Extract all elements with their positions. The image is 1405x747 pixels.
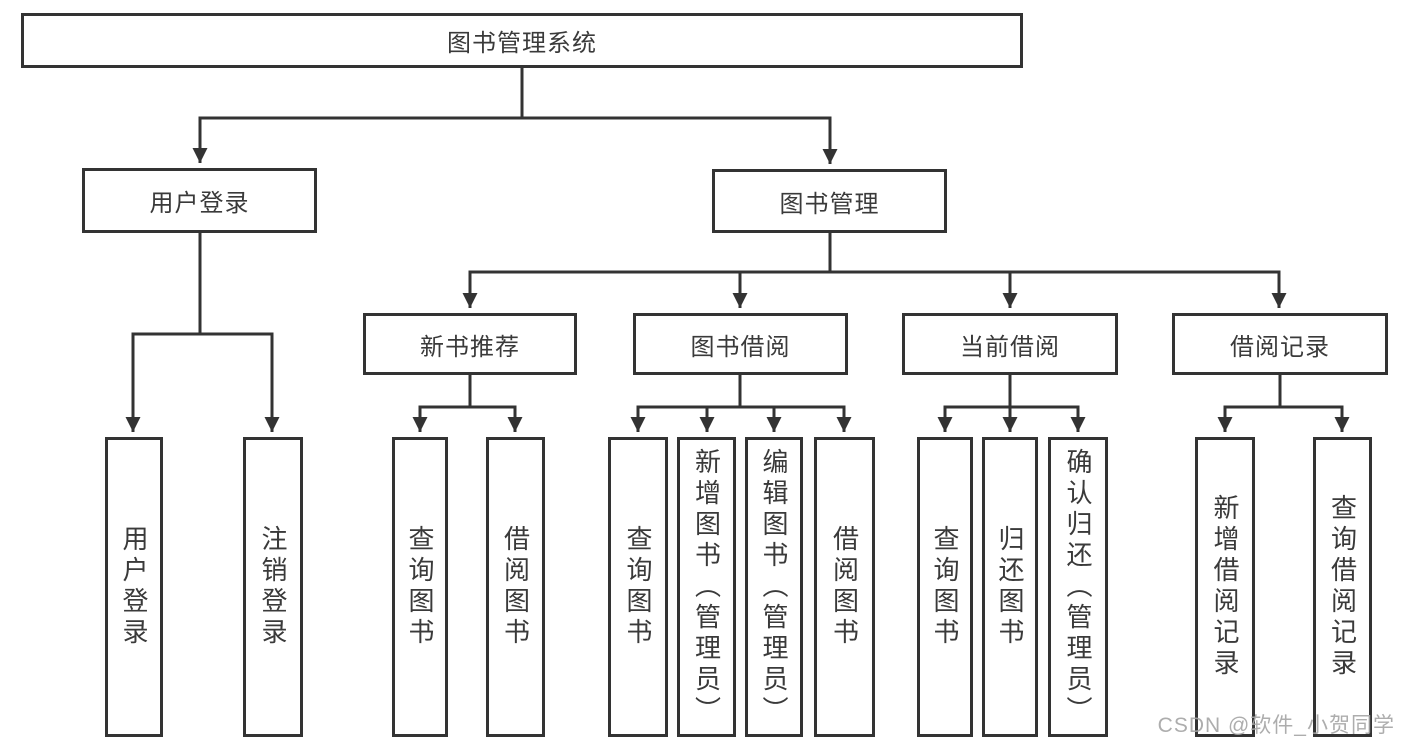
node-user-login: 用户登录 — [82, 168, 317, 233]
leaf-query-borrow-record-label: 查询借阅记录 — [1327, 494, 1358, 680]
node-user-login-label: 用户登录 — [149, 190, 250, 217]
leaf-add-borrow-record-label: 新增借阅记录 — [1210, 494, 1240, 680]
leaf-query-books-3: 查询图书 — [917, 437, 973, 737]
leaf-query-books-3-label: 查询图书 — [930, 525, 960, 649]
leaf-query-borrow-record: 查询借阅记录 — [1313, 437, 1372, 737]
node-root-label: 图书管理系统 — [447, 30, 597, 57]
node-book-borrow: 图书借阅 — [633, 313, 848, 375]
leaf-borrow-books-1: 借阅图书 — [486, 437, 545, 737]
leaf-borrow-books-2: 借阅图书 — [814, 437, 875, 737]
leaf-query-books-1-label: 查询图书 — [405, 525, 435, 649]
leaf-borrow-books-1-label: 借阅图书 — [500, 525, 531, 649]
leaf-edit-books-admin-label: 编辑图书（管理员） — [759, 447, 789, 727]
leaf-confirm-return-admin: 确认归还（管理员） — [1048, 437, 1108, 737]
leaf-query-books-2: 查询图书 — [608, 437, 668, 737]
node-borrow-records: 借阅记录 — [1172, 313, 1388, 375]
node-current-borrow: 当前借阅 — [902, 313, 1118, 375]
leaf-return-books: 归还图书 — [982, 437, 1038, 737]
leaf-confirm-return-admin-label: 确认归还（管理员） — [1063, 447, 1093, 727]
node-borrow-records-label: 借阅记录 — [1230, 333, 1330, 361]
leaf-add-books-admin-label: 新增图书（管理员） — [691, 447, 722, 727]
node-new-books-label: 新书推荐 — [420, 333, 520, 361]
node-current-borrow-label: 当前借阅 — [960, 333, 1060, 361]
node-book-mgmt-label: 图书管理 — [779, 190, 880, 218]
csdn-watermark: CSDN @软件_小贺同学 — [1157, 714, 1395, 737]
node-new-books: 新书推荐 — [363, 313, 577, 375]
leaf-logout-label: 注销登录 — [258, 525, 288, 649]
node-root: 图书管理系统 — [21, 13, 1023, 68]
leaf-add-borrow-record: 新增借阅记录 — [1195, 437, 1255, 737]
leaf-query-books-2-label: 查询图书 — [623, 525, 653, 649]
leaf-user-login: 用户登录 — [105, 437, 163, 737]
node-book-borrow-label: 图书借阅 — [690, 333, 791, 361]
leaf-add-books-admin: 新增图书（管理员） — [677, 437, 736, 737]
leaf-user-login-label: 用户登录 — [119, 525, 149, 649]
leaf-borrow-books-2-label: 借阅图书 — [829, 525, 860, 649]
leaf-query-books-1: 查询图书 — [392, 437, 448, 737]
leaf-return-books-label: 归还图书 — [995, 525, 1025, 649]
node-book-mgmt: 图书管理 — [712, 169, 947, 233]
leaf-edit-books-admin: 编辑图书（管理员） — [745, 437, 803, 737]
leaf-logout: 注销登录 — [243, 437, 303, 737]
